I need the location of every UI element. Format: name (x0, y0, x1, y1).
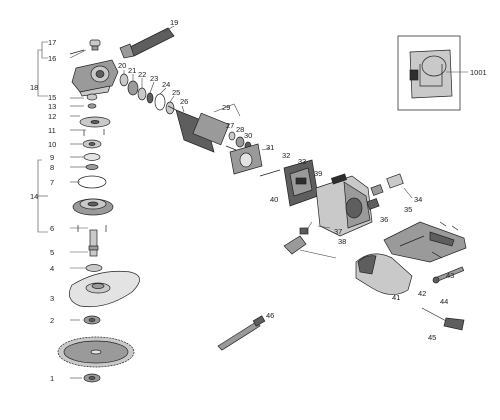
spanner-wrench (217, 315, 266, 351)
label-24: 24 (162, 80, 170, 89)
motor-housing (315, 173, 373, 237)
label-33: 33 (298, 157, 306, 166)
spindle-parts (72, 93, 114, 272)
housing-screws (431, 221, 459, 259)
label-31: 31 (266, 143, 274, 152)
handle-cover (383, 221, 467, 263)
label-34: 34 (414, 195, 422, 204)
label-25: 25 (172, 88, 180, 97)
label-10: 10 (48, 140, 56, 149)
label-4: 4 (50, 264, 54, 273)
label-46: 46 (266, 311, 274, 320)
inner-flange (83, 315, 101, 325)
label-19: 19 (170, 18, 178, 27)
label-2: 2 (50, 316, 54, 325)
label-9: 9 (50, 153, 54, 162)
label-39: 39 (314, 169, 322, 178)
label-35: 35 (404, 205, 412, 214)
label-6: 6 (50, 224, 54, 233)
label-22: 22 (138, 70, 146, 79)
label-14: 14 (30, 192, 38, 201)
label-32: 32 (282, 151, 290, 160)
label-28: 28 (236, 125, 244, 134)
gear-train-parts (119, 73, 252, 153)
part-number-labels: 17 16 18 15 13 12 11 10 9 8 14 7 6 5 4 3… (30, 18, 487, 383)
label-21: 21 (128, 66, 136, 75)
bearing-plate (229, 143, 271, 175)
cutting-disc (57, 336, 135, 368)
label-43: 43 (446, 271, 454, 280)
label-1: 1 (50, 374, 54, 383)
label-20: 20 (118, 61, 126, 70)
label-15: 15 (48, 93, 56, 102)
clamping-nut (83, 373, 101, 383)
label-8: 8 (50, 163, 54, 172)
label-29: 29 (222, 103, 230, 112)
label-18: 18 (30, 83, 38, 92)
label-30: 30 (244, 131, 252, 140)
left-bracket (37, 41, 48, 233)
label-26: 26 (180, 97, 188, 106)
label-1001: 1001 (470, 68, 487, 77)
brush-parts (366, 173, 413, 210)
label-41: 41 (392, 293, 400, 302)
label-37: 37 (334, 227, 342, 236)
label-11: 11 (48, 126, 56, 135)
power-cable (421, 307, 465, 331)
switch-parts (283, 221, 337, 259)
label-44: 44 (440, 297, 448, 306)
label-3: 3 (50, 294, 54, 303)
rear-housing (355, 253, 413, 295)
label-5: 5 (50, 248, 54, 257)
stator (259, 159, 319, 207)
inset-detail (397, 35, 468, 111)
label-45: 45 (428, 333, 436, 342)
label-38: 38 (338, 237, 346, 246)
label-7: 7 (50, 178, 54, 187)
label-27: 27 (226, 121, 234, 130)
side-handle (119, 25, 175, 59)
label-40: 40 (270, 195, 278, 204)
label-17: 17 (48, 38, 56, 47)
label-42: 42 (418, 289, 426, 298)
wheel-guard (69, 270, 140, 308)
label-36: 36 (380, 215, 388, 224)
label-23: 23 (150, 74, 158, 83)
cable-pin (432, 266, 465, 284)
label-12: 12 (48, 112, 56, 121)
label-13: 13 (48, 102, 56, 111)
gear-head-assembly (69, 39, 119, 97)
chain-leader-lines (123, 70, 241, 117)
label-16: 16 (48, 54, 56, 63)
